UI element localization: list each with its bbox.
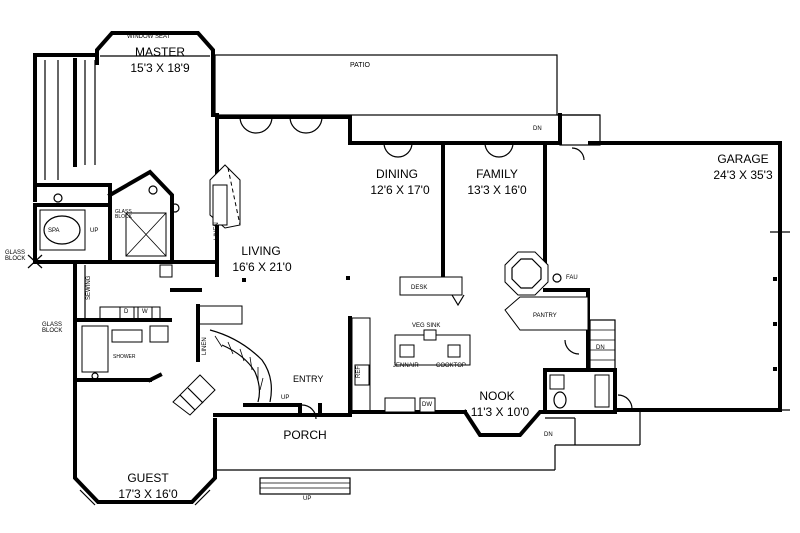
porch <box>213 403 641 495</box>
living-dims: 16'6 X 21'0 <box>232 260 292 274</box>
kitchen <box>348 276 547 437</box>
spa-label: SPA <box>48 228 60 234</box>
glass-block-label-1: GLASS BLOCK <box>5 250 26 262</box>
column-marks <box>242 276 777 371</box>
sewing-label: SEWING <box>86 275 92 300</box>
guest-walls <box>73 372 217 506</box>
fau-label: FAU <box>566 275 578 281</box>
patio-doors <box>239 116 585 161</box>
glass-block-label-3: GLASS BLOCK <box>42 322 63 334</box>
up-stair-label: UP <box>281 395 290 401</box>
stair <box>172 304 302 416</box>
nook-name: NOOK <box>479 389 515 403</box>
window-seat-label: WINDOW SEAT <box>127 34 171 40</box>
up-spa-label: UP <box>90 228 99 234</box>
patio-label: PATIO <box>350 62 370 69</box>
guest-dims: 17'3 X 16'0 <box>118 487 178 501</box>
dining-name: DINING <box>376 167 418 181</box>
linen-label-2: LINEN <box>202 337 208 355</box>
patio <box>214 54 601 146</box>
pantry-label: PANTRY <box>533 313 557 319</box>
master-dims: 15'3 X 18'9 <box>130 61 190 75</box>
guest-name: GUEST <box>127 471 169 485</box>
linen-label-1: LINEN <box>214 222 220 240</box>
up-porch-label: UP <box>303 496 312 502</box>
cooktop-label: COOKTOP <box>436 363 466 369</box>
pantry-fau <box>504 251 590 372</box>
dining-dims: 12'6 X 17'0 <box>370 183 430 197</box>
master-name: MASTER <box>134 45 186 59</box>
fireplace <box>209 164 241 229</box>
sewing-laundry <box>73 260 202 387</box>
garage-dims: 24'3 X 35'3 <box>713 168 773 182</box>
dn-patio-label: DN <box>533 126 542 132</box>
glass-block-marks <box>27 254 43 269</box>
master-closet <box>33 53 112 202</box>
master-bath <box>33 169 217 278</box>
family-name: FAMILY <box>476 167 518 181</box>
main-walls <box>215 113 790 412</box>
entry-label: ENTRY <box>293 374 324 384</box>
washer-label: W <box>142 309 148 315</box>
shower-label: SHOWER <box>113 354 136 360</box>
jennair-label: JENNAIR <box>393 363 419 369</box>
dn-pantry-label: DN <box>596 345 605 351</box>
dw-label: DW <box>422 402 432 408</box>
dn-nook-label: DN <box>544 432 553 438</box>
desk-label: DESK <box>411 285 428 291</box>
porch-label: PORCH <box>283 428 327 442</box>
ref-label: REF <box>356 366 362 378</box>
dryer-label: D <box>124 309 129 315</box>
living-name: LIVING <box>241 244 281 258</box>
veg-sink-label: VEG SINK <box>412 323 441 329</box>
garage-name: GARAGE <box>717 152 769 166</box>
family-dims: 13'3 X 16'0 <box>467 183 527 197</box>
glass-block-label-2: GLASS BLOCK <box>115 209 132 220</box>
nook-dims: 11'3 X 10'0 <box>470 405 530 419</box>
powder-room <box>543 319 633 414</box>
